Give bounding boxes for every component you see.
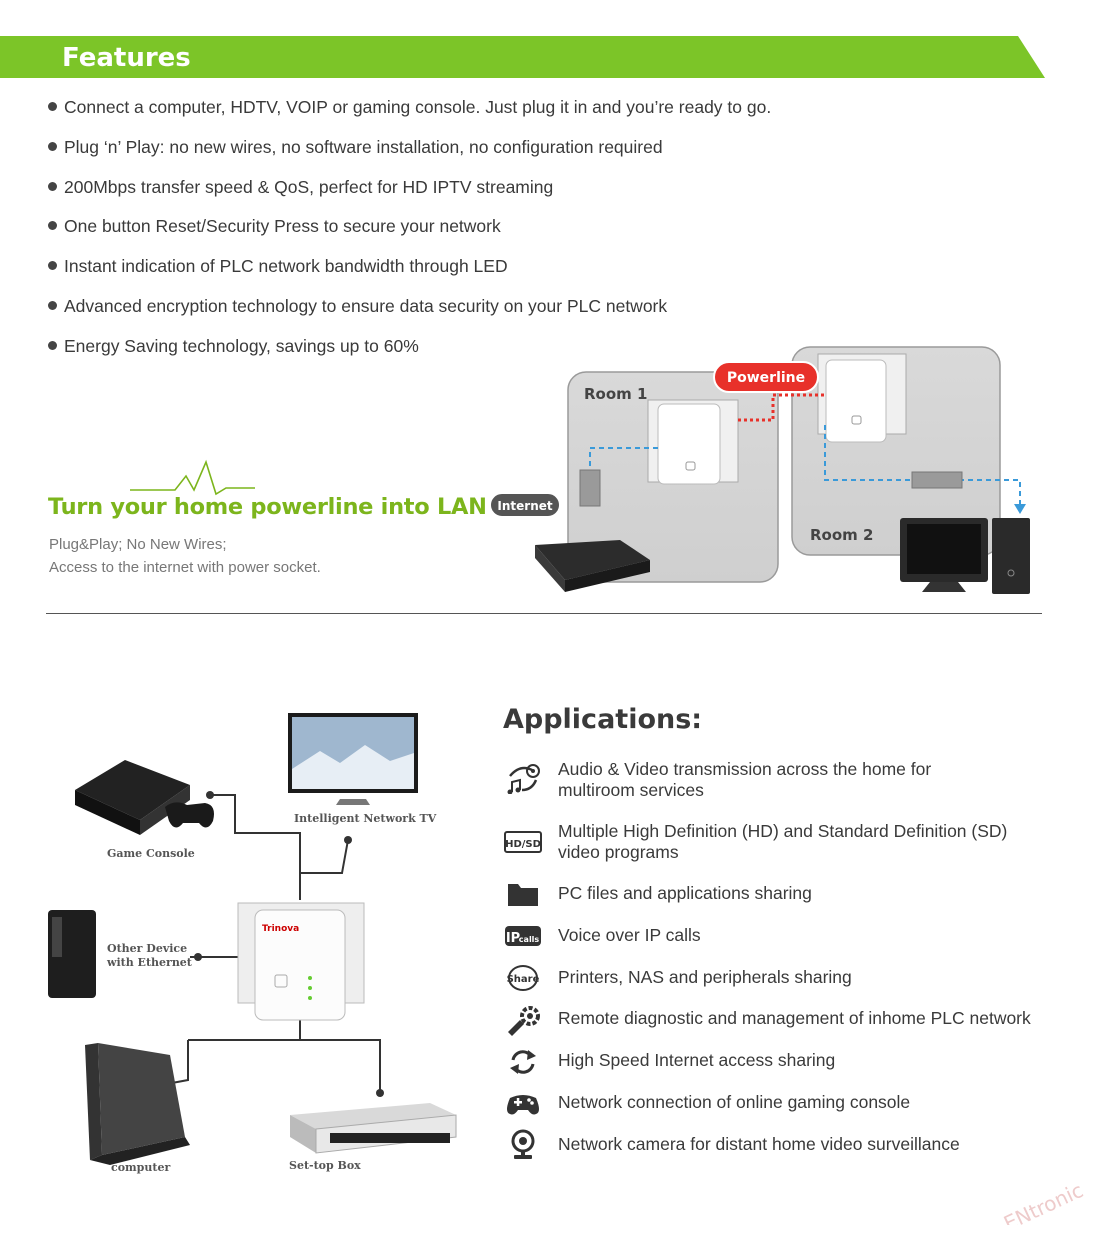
feature-item: Plug ‘n’ Play: no new wires, no software… bbox=[48, 137, 663, 158]
game-console-icon bbox=[75, 760, 214, 835]
room-2-label: Room 2 bbox=[810, 526, 873, 544]
gamepad-icon bbox=[507, 1095, 539, 1115]
game-console-label: Game Console bbox=[107, 847, 195, 860]
application-item: Network connection of online gaming cons… bbox=[558, 1092, 911, 1112]
feature-item: Energy Saving technology, savings up to … bbox=[48, 336, 419, 357]
svg-text:HD/SD: HD/SD bbox=[505, 839, 541, 850]
powerline-label: Powerline bbox=[727, 370, 805, 386]
features-title: Features bbox=[62, 43, 191, 73]
bullet-icon bbox=[48, 341, 57, 350]
application-item: Multiple High Definition (HD) and Standa… bbox=[558, 821, 1008, 862]
other-device-label: with Ethernet bbox=[107, 956, 192, 969]
settop-box-icon bbox=[290, 1103, 457, 1154]
laptop-icon bbox=[85, 1043, 190, 1165]
powerline-room-diagram: Powerline Room 1 Room 2 Internet bbox=[489, 346, 1030, 594]
svg-text:calls: calls bbox=[519, 935, 540, 944]
computer-label: computer bbox=[111, 1161, 171, 1174]
share-icon: Share bbox=[507, 965, 540, 991]
lan-subtitle: Plug&Play; No New Wires; bbox=[49, 536, 227, 553]
feature-item: 200Mbps transfer speed & QoS, perfect fo… bbox=[48, 177, 553, 198]
tv-label: Intelligent Network TV bbox=[294, 812, 437, 825]
bullet-icon bbox=[48, 102, 57, 111]
folder-icon bbox=[508, 884, 538, 906]
application-item: Network camera for distant home video su… bbox=[558, 1134, 960, 1154]
pulse-line-icon bbox=[130, 459, 255, 496]
lan-subtitle: Access to the internet with power socket… bbox=[49, 559, 321, 576]
hd-sd-icon: HD/SD bbox=[504, 831, 542, 853]
watermark-logo: ENtronic bbox=[1000, 1178, 1087, 1225]
powerline-adapter-icon: Trinova bbox=[237, 902, 365, 1021]
webcam-icon bbox=[511, 1129, 535, 1159]
media-icon bbox=[507, 764, 540, 794]
internet-label: Internet bbox=[497, 499, 552, 513]
bullet-icon bbox=[48, 142, 57, 151]
bullet-icon bbox=[48, 221, 57, 230]
application-item: Voice over IP calls bbox=[558, 925, 701, 945]
tv-icon bbox=[288, 713, 418, 805]
svg-text:ENtronic: ENtronic bbox=[1000, 1178, 1087, 1225]
application-item: Printers, NAS and peripherals sharing bbox=[558, 967, 852, 987]
feature-item: Instant indication of PLC network bandwi… bbox=[48, 256, 508, 277]
application-item: Audio & Video transmission across the ho… bbox=[558, 759, 932, 800]
bullet-icon bbox=[48, 182, 57, 191]
bullet-icon bbox=[48, 301, 57, 310]
applications-title: Applications: bbox=[503, 704, 703, 735]
application-item: PC files and applications sharing bbox=[558, 883, 812, 903]
device-connection-diagram: Trinova bbox=[48, 713, 457, 1165]
ip-calls-icon: IP calls bbox=[505, 926, 541, 946]
feature-item: One button Reset/Security Press to secur… bbox=[48, 216, 501, 237]
features-banner bbox=[0, 36, 1045, 78]
application-item: High Speed Internet access sharing bbox=[558, 1050, 836, 1070]
tools-icon bbox=[508, 1006, 540, 1036]
sync-icon bbox=[510, 1050, 536, 1074]
room-1-label: Room 1 bbox=[584, 385, 647, 403]
brand-label: Trinova bbox=[262, 924, 299, 934]
svg-text:IP: IP bbox=[506, 931, 520, 946]
bullet-icon bbox=[48, 261, 57, 270]
other-device-icon bbox=[48, 910, 96, 998]
settop-box-label: Set-top Box bbox=[289, 1159, 361, 1172]
feature-item: Advanced encryption technology to ensure… bbox=[48, 296, 667, 317]
feature-item: Connect a computer, HDTV, VOIP or gaming… bbox=[48, 97, 771, 118]
lan-heading: Turn your home powerline into LAN bbox=[48, 494, 487, 520]
other-device-label: Other Device bbox=[107, 942, 188, 955]
application-item: Remote diagnostic and management of inho… bbox=[558, 1008, 1031, 1028]
section-divider bbox=[46, 613, 1042, 614]
svg-text:Share: Share bbox=[507, 974, 540, 985]
